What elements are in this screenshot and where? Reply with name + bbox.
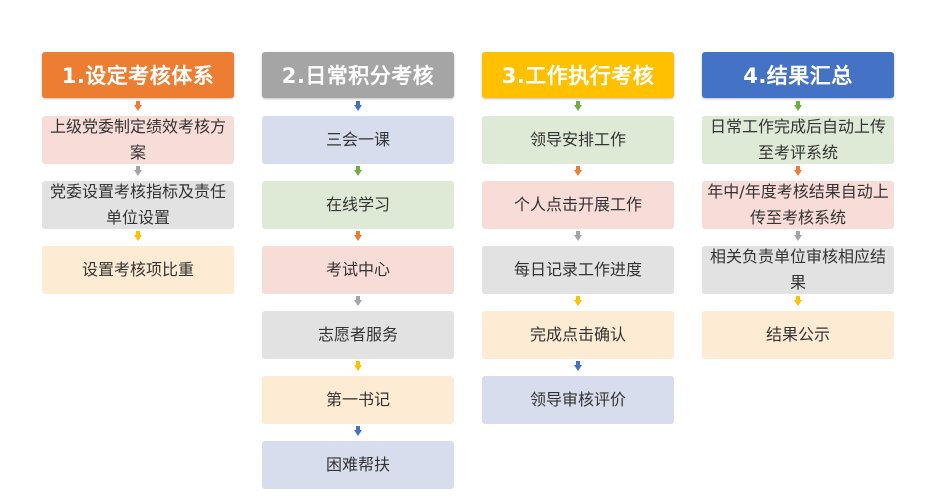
step-box: 第一书记 — [262, 376, 454, 424]
arrow-down-icon — [354, 105, 362, 111]
arrow-down-icon — [354, 430, 362, 436]
step-box: 上级党委制定绩效考核方案 — [42, 116, 234, 164]
step-box: 日常工作完成后自动上传至考评系统 — [702, 116, 894, 164]
arrow-down-icon — [794, 105, 802, 111]
arrow-stem — [136, 166, 140, 170]
arrow-stem — [356, 426, 360, 430]
step-box: 每日记录工作进度 — [482, 246, 674, 294]
step-box: 志愿者服务 — [262, 311, 454, 359]
arrow-stem — [796, 296, 800, 300]
step-box: 在线学习 — [262, 181, 454, 229]
arrow-stem — [576, 231, 580, 235]
step-box: 完成点击确认 — [482, 311, 674, 359]
step-box: 个人点击开展工作 — [482, 181, 674, 229]
arrow-down-icon — [134, 235, 142, 241]
column-1-header: 1.设定考核体系 — [42, 52, 234, 98]
arrow-stem — [356, 231, 360, 235]
arrow-stem — [356, 296, 360, 300]
arrow-stem — [356, 361, 360, 365]
arrow-stem — [136, 231, 140, 235]
arrow-down-icon — [794, 300, 802, 306]
arrow-down-icon — [354, 235, 362, 241]
column-4-header: 4.结果汇总 — [702, 52, 894, 98]
arrow-stem — [576, 101, 580, 105]
step-box: 困难帮扶 — [262, 441, 454, 489]
arrow-stem — [576, 361, 580, 365]
arrow-down-icon — [574, 300, 582, 306]
arrow-stem — [796, 166, 800, 170]
arrow-stem — [356, 101, 360, 105]
column-3-header: 3.工作执行考核 — [482, 52, 674, 98]
arrow-stem — [136, 101, 140, 105]
arrow-down-icon — [794, 235, 802, 241]
arrow-down-icon — [354, 365, 362, 371]
arrow-down-icon — [574, 170, 582, 176]
step-box: 相关负责单位审核相应结果 — [702, 246, 894, 294]
arrow-down-icon — [574, 105, 582, 111]
arrow-down-icon — [574, 235, 582, 241]
arrow-down-icon — [134, 105, 142, 111]
arrow-stem — [576, 166, 580, 170]
arrow-stem — [796, 101, 800, 105]
arrow-down-icon — [354, 300, 362, 306]
arrow-down-icon — [354, 170, 362, 176]
step-box: 领导审核评价 — [482, 376, 674, 424]
step-box: 结果公示 — [702, 311, 894, 359]
arrow-down-icon — [134, 170, 142, 176]
column-2-header: 2.日常积分考核 — [262, 52, 454, 98]
arrow-down-icon — [794, 170, 802, 176]
step-box: 考试中心 — [262, 246, 454, 294]
arrow-stem — [576, 296, 580, 300]
arrow-down-icon — [574, 365, 582, 371]
arrow-stem — [356, 166, 360, 170]
arrow-stem — [796, 231, 800, 235]
step-box: 三会一课 — [262, 116, 454, 164]
step-box: 设置考核项比重 — [42, 246, 234, 294]
step-box: 年中/年度考核结果自动上传至考核系统 — [702, 181, 894, 229]
step-box: 领导安排工作 — [482, 116, 674, 164]
step-box: 党委设置考核指标及责任单位设置 — [42, 181, 234, 229]
